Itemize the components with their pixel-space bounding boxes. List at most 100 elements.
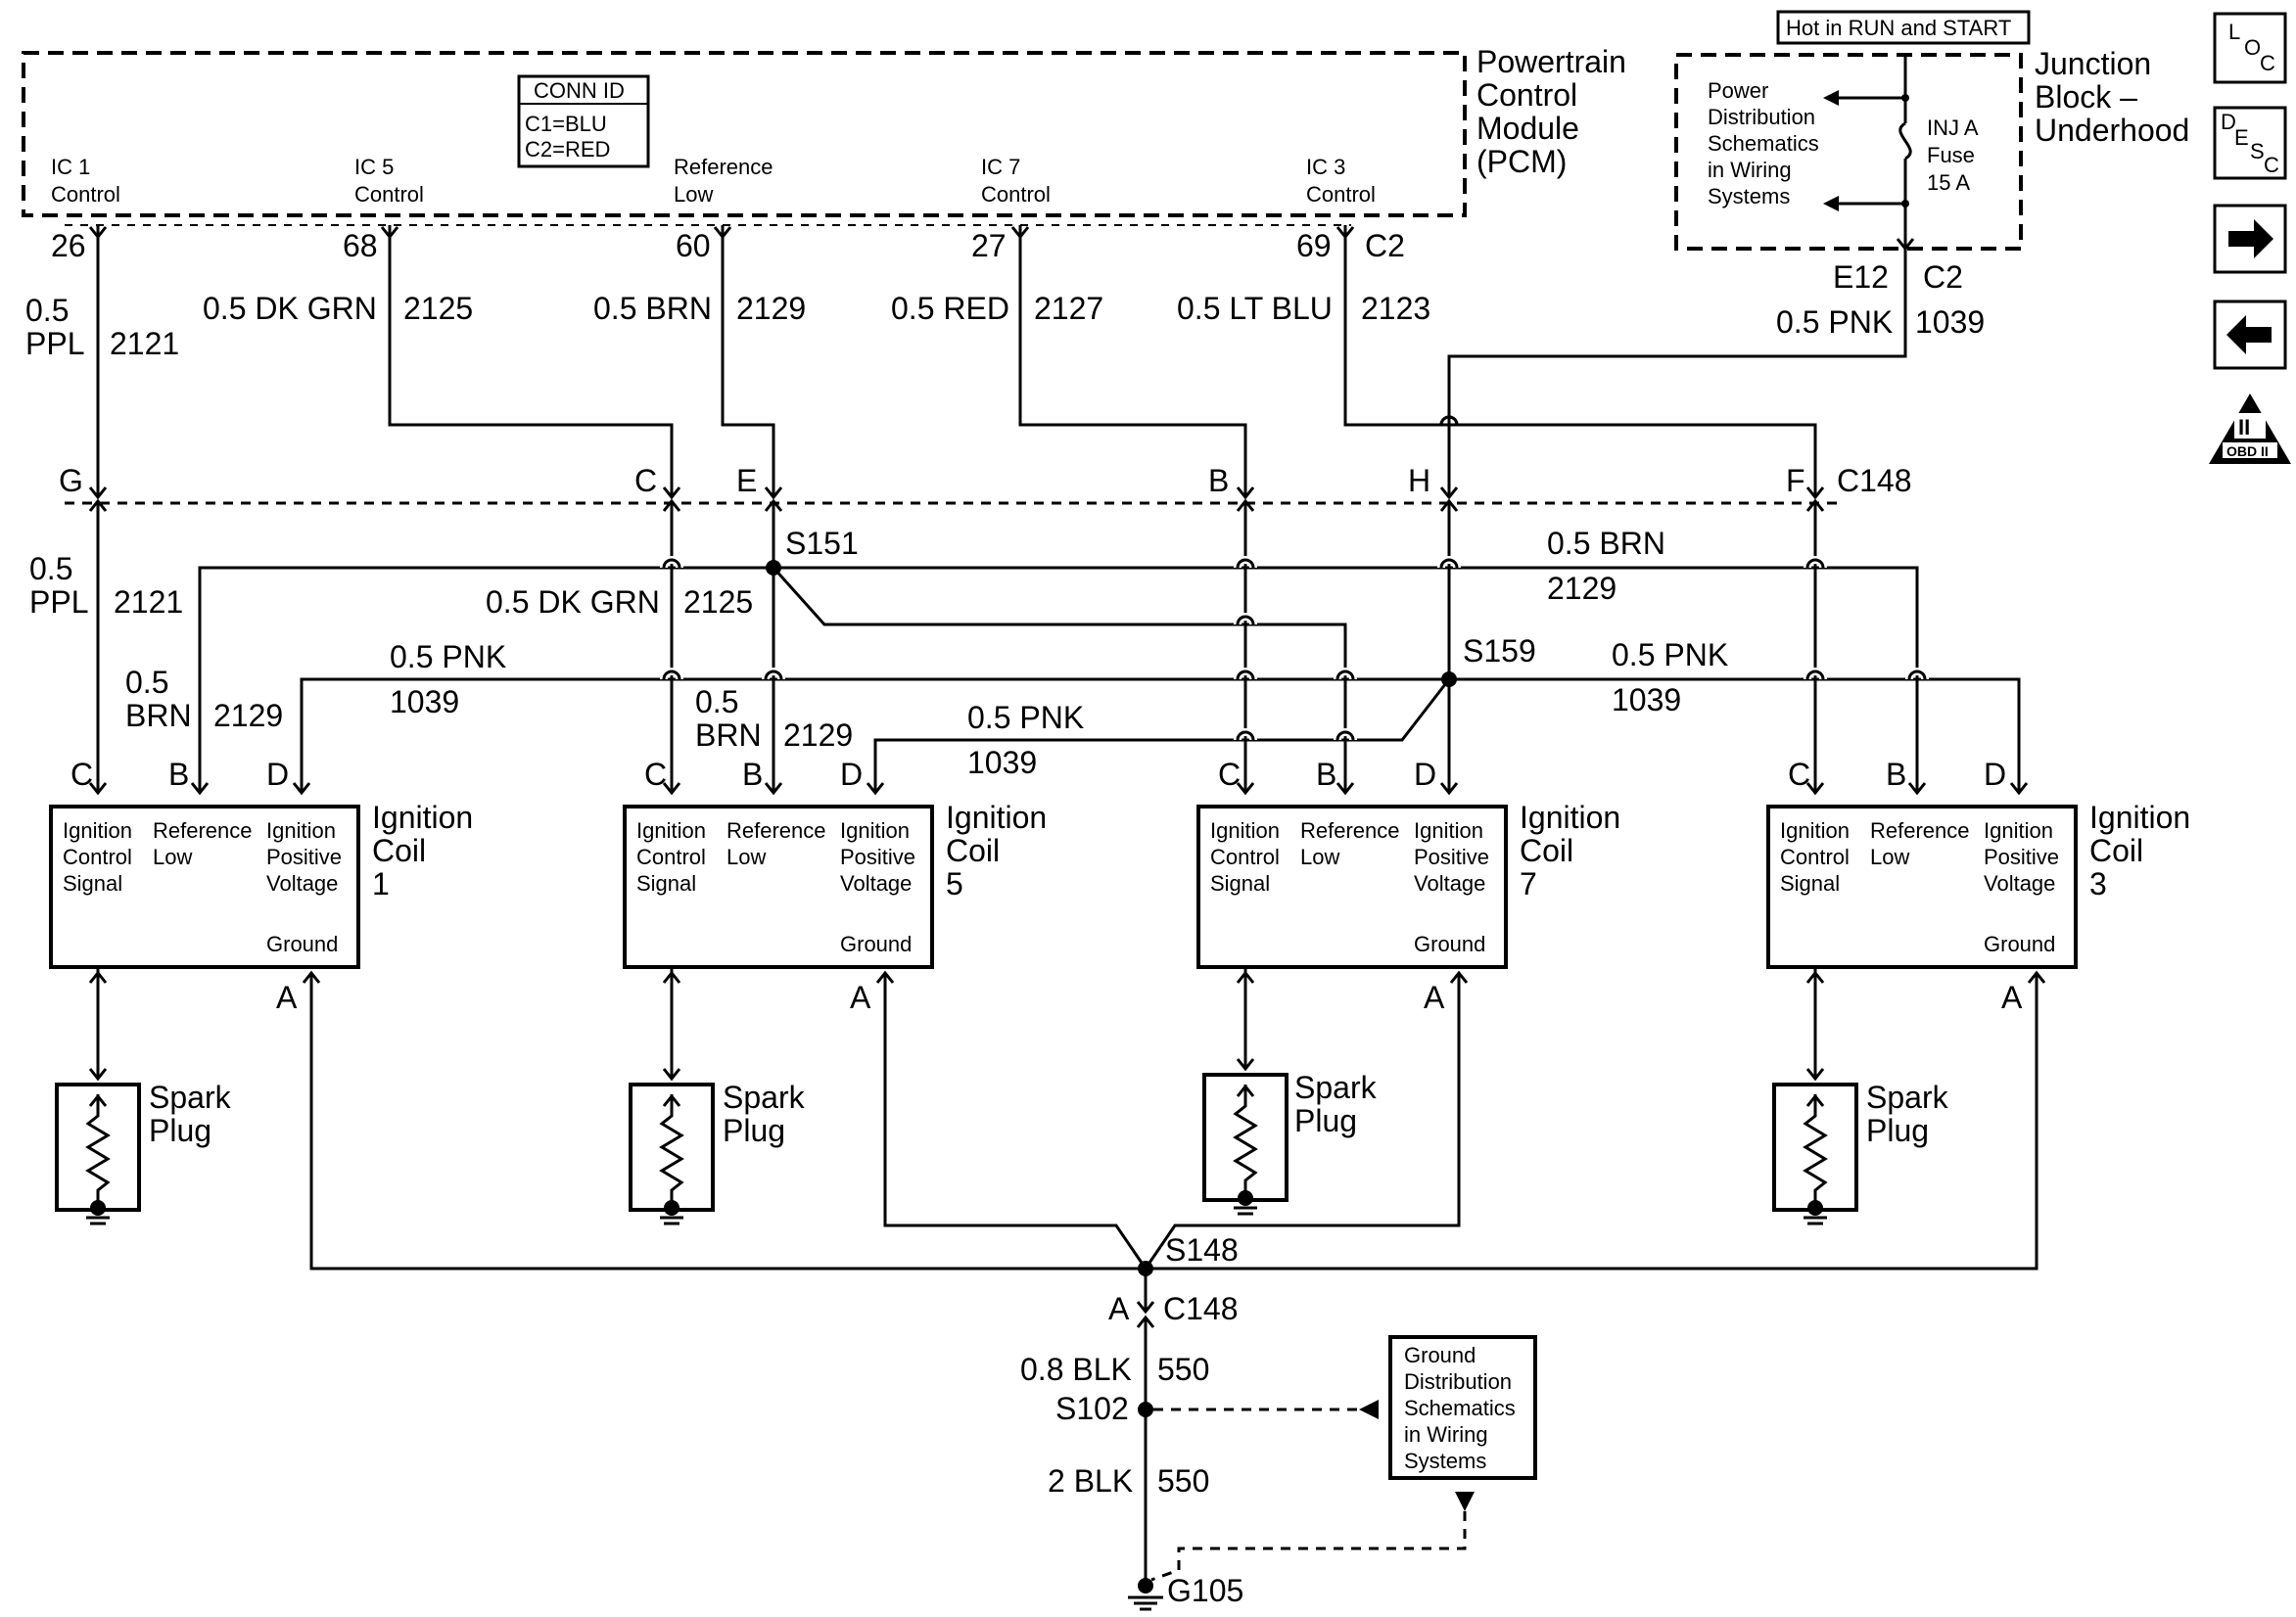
- desc-icon: S: [2250, 139, 2265, 163]
- c148-ground-pin: A: [1108, 1291, 1130, 1326]
- pcm-circuit-name: Control: [981, 182, 1051, 207]
- wire-circuit-label: 2127: [1034, 291, 1103, 326]
- spark-plug-7: Spark Plug: [1202, 1070, 1378, 1216]
- coil-name: Ignition: [2089, 800, 2190, 835]
- coil-terminal-text: Signal: [1780, 871, 1840, 896]
- wire-color-label: PPL: [29, 584, 88, 620]
- hot-in-run-box: [1776, 10, 2031, 45]
- coil-name: 5: [946, 866, 963, 901]
- coil-ground-pin-label: A: [1424, 980, 1445, 1015]
- coil-terminal-text: Control: [1210, 845, 1280, 869]
- wire-circuit-label: 2121: [110, 326, 179, 361]
- wire-color-label: PPL: [25, 326, 84, 361]
- wire-circuit-label: 2125: [403, 291, 473, 326]
- arrow-icon: [1823, 196, 1839, 211]
- arrow-right-icon: [2228, 219, 2273, 258]
- ref-text: Systems: [1708, 184, 1790, 208]
- pcm-pin-number: 69: [1296, 228, 1332, 263]
- spark-plug-label: Spark: [1866, 1080, 1949, 1115]
- wire-size-label: 0.5: [29, 551, 72, 586]
- loc-icon: O: [2244, 35, 2261, 60]
- coil-pin-label: B: [742, 757, 763, 792]
- conn-id-line: C2=RED: [525, 137, 610, 162]
- spark-plug-label: Plug: [723, 1113, 785, 1148]
- pcm: Powertrain Control Module (PCM) CONN ID …: [22, 44, 1626, 361]
- ground-path: S148 A C148 0.8 BLK 550 S102 2 BLK 550 G…: [1020, 1232, 1537, 1611]
- conn-id-header: CONN ID: [534, 78, 625, 103]
- wire-color-label: 0.5 RED: [891, 291, 1009, 326]
- desc-icon: E: [2234, 125, 2249, 150]
- coil-terminal-text: Reference: [726, 818, 826, 843]
- ignition-coil-1: C B D Ignition Control Signal Reference …: [49, 757, 1146, 1270]
- arrow-icon: [1359, 1400, 1379, 1419]
- coil-terminal-text: Ignition: [840, 818, 910, 843]
- coil-terminal-text: Voltage: [266, 871, 338, 896]
- next-button[interactable]: [2213, 204, 2287, 274]
- wire-circuit-label: 1039: [1612, 682, 1681, 717]
- coil-terminal-text: Control: [63, 845, 132, 869]
- wire-circuit-label: 2125: [683, 584, 753, 620]
- pcm-title-line: Powertrain: [1476, 44, 1626, 79]
- ref-text: in Wiring: [1404, 1422, 1488, 1447]
- coil-terminal-text: Ground: [266, 932, 338, 956]
- splice-label: S148: [1165, 1232, 1239, 1268]
- coil-pin-label: D: [840, 757, 863, 792]
- coil-pin-label: D: [266, 757, 289, 792]
- splice-label: S151: [785, 526, 859, 561]
- ref-text: Schematics: [1708, 131, 1819, 156]
- pcm-title-line: (PCM): [1476, 144, 1567, 179]
- wire-color-label: 0.5 DK GRN: [486, 584, 660, 620]
- coil-terminal-text: Ignition: [1414, 818, 1483, 843]
- wire-circuit-label: 550: [1157, 1352, 1209, 1387]
- pcm-circuit-name: IC 5: [354, 155, 394, 179]
- coil-terminal-text: Voltage: [840, 871, 912, 896]
- hot-in-run-label: Hot in RUN and START: [1786, 16, 2011, 40]
- ignition-coil-3: C B D Ignition Control Signal Reference …: [1146, 757, 2190, 1270]
- junction-block-title: Underhood: [2035, 113, 2189, 148]
- coil-terminal-text: Voltage: [1414, 871, 1485, 896]
- coil-terminal-text: Signal: [1210, 871, 1270, 896]
- coil-ground-pin-label: A: [850, 980, 871, 1015]
- pcm-output-wires: [96, 225, 1907, 497]
- coil-body: [49, 805, 360, 969]
- ref-text: Ground: [1404, 1343, 1476, 1367]
- coil-terminal-text: Reference: [1300, 818, 1400, 843]
- loc-button[interactable]: L O C: [2213, 12, 2287, 84]
- coil-terminal-text: Control: [1780, 845, 1850, 869]
- coil-terminal-text: Voltage: [1984, 871, 2055, 896]
- pcm-circuit-name: IC 1: [51, 155, 90, 179]
- coil-pin-label: C: [1788, 757, 1810, 792]
- ref-text: Power: [1708, 78, 1768, 103]
- splice-label: S159: [1463, 633, 1536, 669]
- c148-pin-label: F: [1786, 463, 1805, 498]
- c148-pin-label: G: [59, 463, 83, 498]
- coil-terminal-text: Ground: [1414, 932, 1485, 956]
- desc-button[interactable]: D E S C: [2213, 106, 2287, 180]
- splice-label: S102: [1055, 1391, 1129, 1426]
- arrow-left-icon: [2226, 315, 2272, 354]
- fuse-label: 15 A: [1927, 170, 1970, 195]
- spark-plug-1: Spark Plug: [55, 1080, 232, 1225]
- wire-color-label: 0.5 PNK: [390, 639, 506, 674]
- c148-pin-label: E: [736, 463, 757, 498]
- ground-ref-box: [1388, 1335, 1537, 1480]
- previous-button[interactable]: [2213, 300, 2287, 370]
- obd-ii-button[interactable]: II OBD II: [2209, 393, 2291, 464]
- fuse-label: INJ A: [1927, 116, 1979, 140]
- coil-terminal-text: Low: [1300, 845, 1339, 869]
- coil-name: 3: [2089, 866, 2107, 901]
- ref-text: in Wiring: [1708, 158, 1792, 182]
- coil-terminal-text: Positive: [266, 845, 342, 869]
- wire-color-label: 0.5 BRN: [1547, 526, 1665, 561]
- pcm-pin-arrows: [88, 226, 1355, 240]
- harness-wires: [96, 501, 2021, 791]
- coil-terminal-text: Positive: [1414, 845, 1489, 869]
- coil-body: [1766, 805, 2078, 969]
- spark-plug-label: Spark: [723, 1080, 806, 1115]
- ignition-coil-5: C B D Ignition Control Signal Reference …: [623, 757, 1148, 1270]
- spark-plug-label: Plug: [1294, 1103, 1357, 1138]
- spark-plug-label: Spark: [149, 1080, 232, 1115]
- wire-color-label: 0.5 LT BLU: [1177, 291, 1333, 326]
- wire-color-label: BRN: [125, 698, 192, 733]
- ref-text: Systems: [1404, 1449, 1486, 1473]
